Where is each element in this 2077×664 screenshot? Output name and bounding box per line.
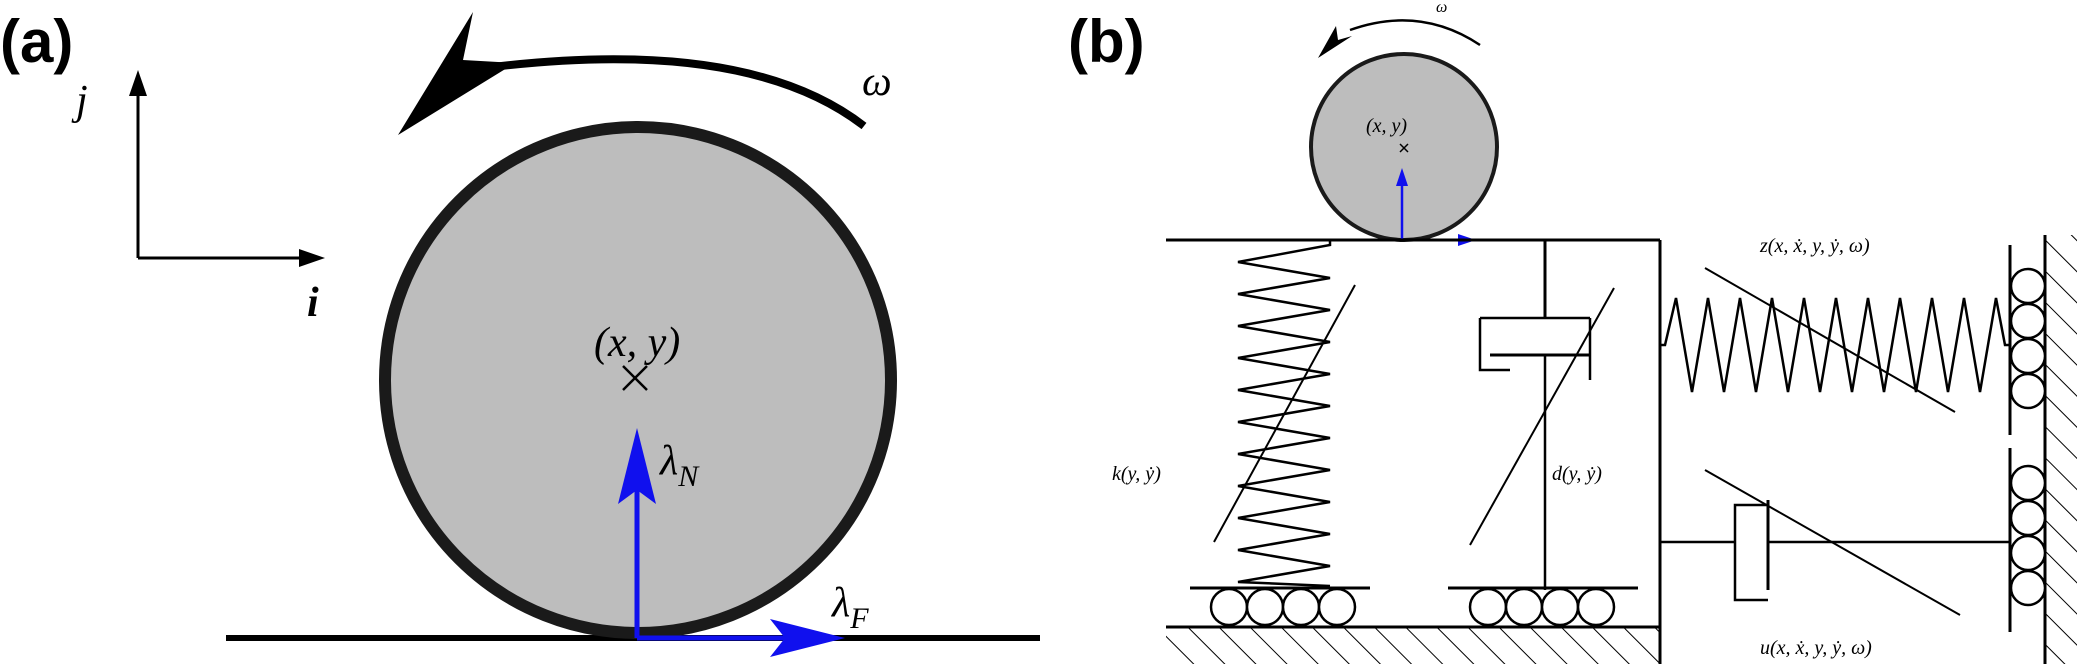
center-marker-b <box>1399 143 1409 153</box>
normal-force-label: λN <box>658 438 700 493</box>
damper-d-label: d(y, ẏ) <box>1552 463 1602 485</box>
omega-label-b: ω <box>1436 0 1447 16</box>
wall-rollers <box>2009 267 2047 607</box>
floor-rollers <box>1209 587 1616 627</box>
floor-ground <box>1166 625 1660 664</box>
panel-b: (b) ω (x, y) k(y, <box>1068 0 2077 664</box>
center-label-a: (x, y) <box>594 320 680 366</box>
rotation-arrow-a <box>398 12 867 135</box>
damper-d <box>1469 287 1615 590</box>
spring-k-label: k(y, ẏ) <box>1112 463 1161 485</box>
axis-j-label: j <box>71 78 88 124</box>
platform <box>1166 238 1662 664</box>
normal-force-arrow <box>618 428 656 638</box>
rotation-arrow-b <box>1318 19 1481 58</box>
center-label-b: (x, y) <box>1366 115 1407 137</box>
panel-a-label: (a) <box>0 8 73 75</box>
panel-a: (a) j i ω (x, y) <box>0 8 1040 657</box>
damper-u-label: u(x, ẋ, y, ẏ, ω) <box>1760 637 1872 659</box>
friction-force-arrow <box>637 619 845 657</box>
omega-label-a: ω <box>862 59 892 105</box>
coordinate-axes <box>129 70 325 267</box>
axis-i-label: i <box>307 280 319 326</box>
spring-k <box>1213 240 1356 588</box>
spring-z <box>1660 267 2010 413</box>
damper-u <box>1660 469 2010 616</box>
panel-b-label: (b) <box>1068 8 1145 75</box>
wall-hatch <box>2045 235 2077 664</box>
center-marker-a <box>622 365 648 391</box>
friction-force-label: λF <box>830 580 869 635</box>
spring-z-label: z(x, ẋ, y, ẏ, ω) <box>1759 235 1870 257</box>
